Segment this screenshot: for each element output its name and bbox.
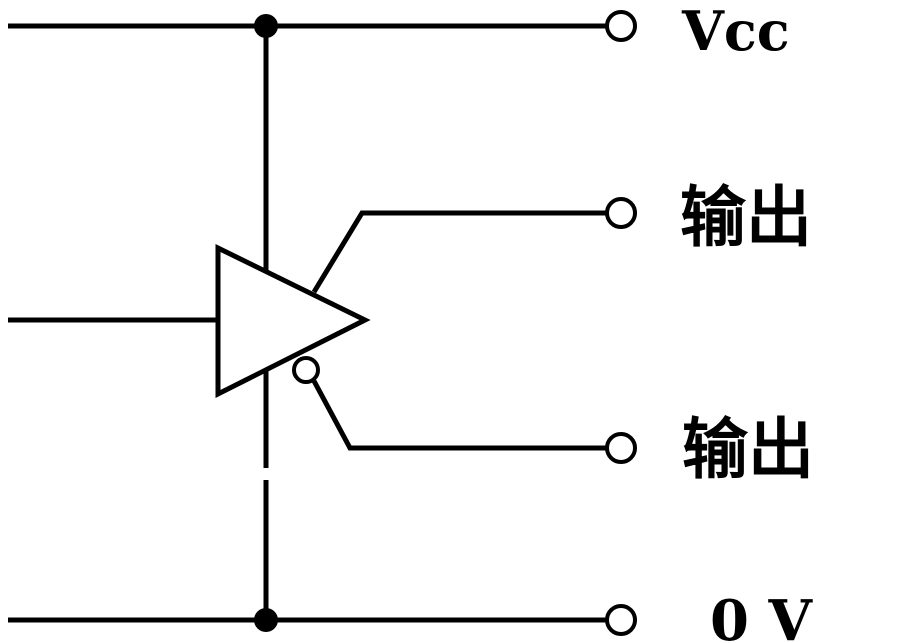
vcc-label: Vcc: [681, 0, 790, 63]
inversion-bubble: [292, 356, 320, 384]
output-2-lead: [311, 379, 606, 451]
output-1-lead: [311, 210, 606, 294]
ground-label: 0 V: [710, 588, 813, 643]
output-1-label: 输出: [680, 178, 812, 256]
buffer-amplifier-symbol: [215, 243, 371, 399]
ground-terminal: [605, 604, 637, 636]
vcc-terminal: [605, 10, 637, 42]
output-2-terminal: [605, 432, 637, 464]
output-1-terminal: [605, 197, 637, 229]
lead-gap: [260, 468, 272, 480]
output-2-label: 输出: [682, 410, 814, 488]
